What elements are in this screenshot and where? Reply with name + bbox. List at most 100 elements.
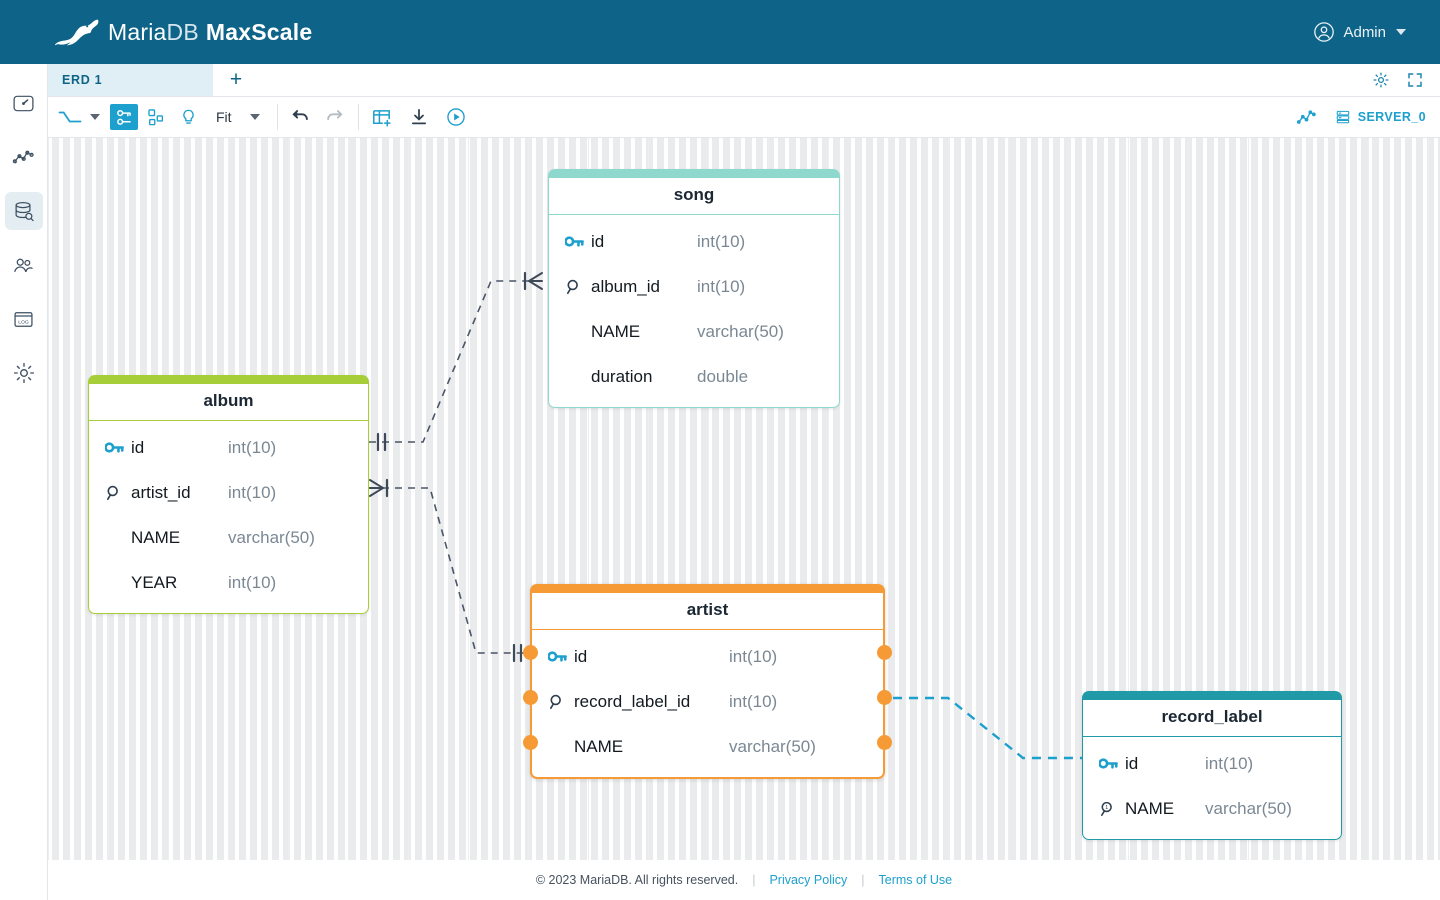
terms-of-use-link[interactable]: Terms of Use bbox=[878, 873, 953, 887]
relation-artist-record-label[interactable] bbox=[893, 696, 1082, 760]
column-name: id bbox=[131, 437, 145, 457]
sidebar-item-users[interactable] bbox=[5, 246, 43, 284]
chart-icon[interactable] bbox=[1296, 107, 1317, 128]
anchor-right-record-label-id[interactable] bbox=[877, 690, 892, 705]
erd-table-record-label[interactable]: record_label id int(10) bbox=[1082, 691, 1342, 840]
user-circle-icon bbox=[1314, 22, 1335, 42]
server-indicator[interactable]: SERVER_0 bbox=[1335, 109, 1426, 125]
table-row[interactable]: id int(10) bbox=[532, 634, 883, 679]
erd-table-artist[interactable]: artist id int(10) bbox=[523, 584, 892, 779]
zoom-caret-icon[interactable] bbox=[249, 114, 260, 120]
show-keys-button[interactable] bbox=[110, 104, 138, 130]
dashboard-gauge-icon bbox=[13, 95, 34, 111]
column-name: id bbox=[1125, 753, 1139, 773]
server-icon bbox=[1336, 110, 1349, 124]
add-table-button[interactable] bbox=[368, 104, 396, 130]
table-row[interactable]: duration double bbox=[549, 354, 839, 399]
footer-separator-2: | bbox=[861, 873, 865, 887]
table-row[interactable]: NAME varchar(50) bbox=[549, 309, 839, 354]
sidebar-item-logs[interactable]: LOG bbox=[5, 300, 43, 338]
column-type: int(10) bbox=[729, 691, 778, 711]
brand-product: MaxScale bbox=[205, 18, 313, 45]
column-type: int(10) bbox=[1205, 753, 1254, 773]
redo-button[interactable] bbox=[321, 104, 349, 130]
anchor-left-id[interactable] bbox=[523, 645, 538, 660]
table-row[interactable]: artist_id int(10) bbox=[89, 470, 368, 515]
column-name: YEAR bbox=[131, 572, 178, 592]
add-tab-button[interactable]: + bbox=[229, 68, 243, 91]
key-glyph bbox=[548, 651, 567, 662]
key-glyph bbox=[105, 442, 124, 453]
index-icon bbox=[548, 693, 574, 711]
fullscreen-icon[interactable] bbox=[1406, 71, 1424, 89]
footer-separator: | bbox=[752, 873, 756, 887]
hint-button[interactable] bbox=[174, 104, 202, 130]
table-accent-bar bbox=[548, 169, 840, 178]
user-menu[interactable]: Admin bbox=[1313, 0, 1406, 64]
auto-layout-button[interactable] bbox=[142, 104, 170, 130]
magnifier-glyph bbox=[106, 485, 118, 500]
anchor-left-name[interactable] bbox=[523, 735, 538, 750]
link-shape-button[interactable] bbox=[56, 104, 84, 130]
table-columns: id int(10) album_id int(10) bbox=[549, 215, 839, 407]
table-keys-icon bbox=[116, 109, 131, 125]
table-row[interactable]: NAME varchar(50) bbox=[89, 515, 368, 560]
relation-album-artist[interactable] bbox=[369, 478, 532, 663]
export-button[interactable] bbox=[405, 104, 433, 130]
gear-icon[interactable] bbox=[1372, 71, 1390, 89]
users-icon bbox=[14, 258, 33, 272]
column-type: int(10) bbox=[697, 276, 746, 296]
column-name: NAME bbox=[131, 527, 181, 547]
column-name: album_id bbox=[591, 276, 660, 296]
tab-erd-1[interactable]: ERD 1 bbox=[48, 64, 213, 96]
undo-button[interactable] bbox=[287, 104, 315, 130]
logs-archive-icon: LOG bbox=[14, 311, 33, 327]
toolbar-right-group: SERVER_0 bbox=[1296, 107, 1440, 128]
column-type: double bbox=[697, 366, 749, 386]
column-name: id bbox=[591, 231, 605, 251]
privacy-policy-link[interactable]: Privacy Policy bbox=[769, 873, 848, 887]
sidebar-item-dashboard[interactable] bbox=[5, 84, 43, 122]
column-name: artist_id bbox=[131, 482, 191, 502]
sidebar-item-visualization[interactable] bbox=[5, 138, 43, 176]
table-row[interactable]: id int(10) bbox=[89, 425, 368, 470]
column-name: duration bbox=[591, 366, 653, 386]
table-row[interactable]: id int(10) bbox=[549, 219, 839, 264]
table-row[interactable]: 1 NAME varchar(50) bbox=[1083, 786, 1341, 831]
table-row[interactable]: id int(10) bbox=[1083, 741, 1341, 786]
relation-album-song[interactable] bbox=[369, 271, 543, 452]
mariadb-seal-icon bbox=[55, 19, 99, 46]
unique-index-icon: 1 bbox=[1099, 800, 1125, 818]
anchor-left-record-label-id[interactable] bbox=[523, 690, 538, 705]
column-type: int(10) bbox=[228, 482, 277, 502]
erd-table-album[interactable]: album id int(10) bbox=[88, 375, 369, 614]
sidebar-item-settings[interactable] bbox=[5, 354, 43, 392]
sidebar-item-query-editor[interactable] bbox=[4, 192, 43, 230]
table-row[interactable]: NAME varchar(50) bbox=[532, 724, 883, 769]
index-icon bbox=[565, 278, 591, 296]
table-columns: id int(10) record_label_id int(10) bbox=[532, 630, 883, 777]
link-shape-caret-icon[interactable] bbox=[90, 114, 100, 120]
run-icon bbox=[446, 108, 465, 126]
link-shape-icon bbox=[58, 111, 82, 123]
svg-text:LOG: LOG bbox=[18, 319, 29, 325]
erd-canvas[interactable]: song id int(10) bbox=[48, 138, 1440, 860]
table-columns: id int(10) 1 NAME varchar(50) bbox=[1083, 737, 1341, 839]
table-row[interactable]: YEAR int(10) bbox=[89, 560, 368, 605]
anchor-right-id[interactable] bbox=[877, 645, 892, 660]
key-glyph bbox=[1099, 758, 1118, 769]
zoom-level-label[interactable]: Fit bbox=[216, 109, 232, 125]
magnifier-glyph bbox=[549, 694, 561, 709]
column-name: NAME bbox=[591, 321, 641, 341]
table-title: album bbox=[89, 384, 368, 421]
column-type: int(10) bbox=[729, 646, 778, 666]
toolbar-separator-2 bbox=[357, 104, 359, 130]
query-editor-icon bbox=[15, 201, 34, 221]
table-row[interactable]: album_id int(10) bbox=[549, 264, 839, 309]
run-button[interactable] bbox=[442, 104, 470, 130]
erd-table-song[interactable]: song id int(10) bbox=[548, 169, 840, 408]
anchor-right-name[interactable] bbox=[877, 735, 892, 750]
table-row[interactable]: record_label_id int(10) bbox=[532, 679, 883, 724]
